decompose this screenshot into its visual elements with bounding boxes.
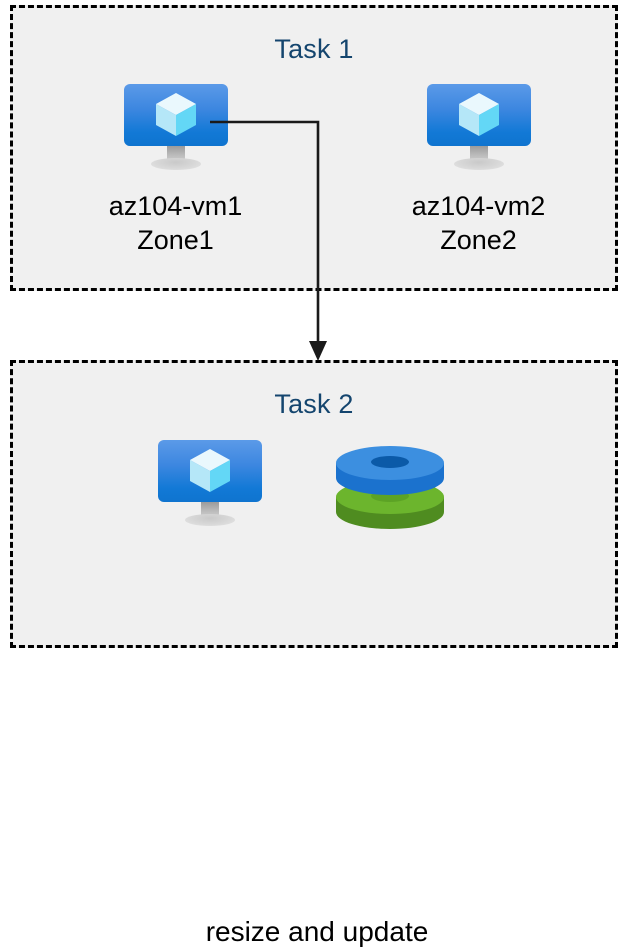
virtual-machine-icon xyxy=(123,84,228,170)
node-az104-vm1[interactable]: az104-vm1 Zone1 xyxy=(68,84,283,257)
virtual-machine-icon xyxy=(426,84,531,170)
virtual-machine-icon xyxy=(158,440,262,526)
task-1-container: Task 1 az104-vm1 Zone1 xyxy=(10,5,618,291)
node-label-az104-vm2: az104-vm2 Zone2 xyxy=(411,191,546,255)
vm-stand-base xyxy=(453,158,504,170)
task-2-container: Task 2 resize and update xyxy=(10,360,618,947)
vm-stand-base xyxy=(185,514,235,526)
node-label-az104-vm1: az104-vm1 Zone1 xyxy=(108,191,243,255)
cube-glyph xyxy=(155,93,196,136)
task-1-title: Task 1 xyxy=(274,34,354,64)
connector-arrowhead xyxy=(309,341,327,361)
disks-icon[interactable] xyxy=(334,440,446,532)
node-task2-virtual-machine[interactable] xyxy=(148,440,272,531)
node-az104-vm2[interactable]: az104-vm2 Zone2 xyxy=(371,84,586,257)
task-2-caption: resize and update xyxy=(205,916,429,947)
cube-glyph xyxy=(190,449,230,492)
task-2-title: Task 2 xyxy=(274,389,354,419)
diagram-canvas: Task 1 az104-vm1 Zone1 xyxy=(10,5,618,947)
cube-glyph xyxy=(458,93,499,136)
vm-stand-base xyxy=(150,158,201,170)
